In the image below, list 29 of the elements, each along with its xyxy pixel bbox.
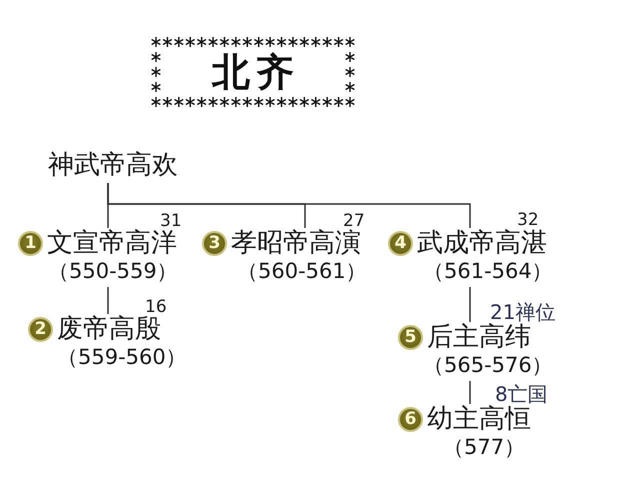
tree-line (469, 287, 471, 322)
number-marker: 3 (202, 230, 227, 256)
reign-years: （550-559） (48, 258, 178, 284)
age-note: 31 (160, 212, 182, 231)
emperor-name: 孝昭帝高演 (231, 228, 361, 258)
reign-years: （560-561） (237, 258, 367, 284)
number-marker: 2 (28, 316, 53, 342)
tree-line (107, 287, 109, 314)
age-note: 16 (145, 298, 167, 317)
number-marker: 6 (398, 406, 423, 432)
number-marker: 5 (398, 324, 423, 350)
diagram-title: 北齐 (210, 50, 300, 94)
emperor-name: 后主高纬 (427, 322, 531, 352)
reign-note: 21禅位 (490, 301, 556, 323)
tree-line (107, 183, 471, 228)
emperor-name: 废帝高殷 (57, 314, 161, 344)
reign-note: 8亡国 (495, 383, 548, 405)
reign-years: （561-564） (423, 258, 553, 284)
age-note: 32 (517, 211, 539, 230)
emperor-name: 幼主高恒 (427, 404, 531, 434)
emperor-name: 文宣帝高洋 (47, 228, 177, 258)
tree-line (469, 381, 471, 404)
reign-years: （577） (443, 434, 526, 460)
number-marker: 1 (18, 230, 43, 256)
reign-years: （559-560） (57, 344, 187, 370)
emperor-name: 武成帝高湛 (417, 228, 547, 258)
number-marker: 4 (388, 230, 413, 256)
reign-years: （565-576） (423, 352, 553, 378)
emperor-name: 神武帝高欢 (48, 150, 178, 180)
